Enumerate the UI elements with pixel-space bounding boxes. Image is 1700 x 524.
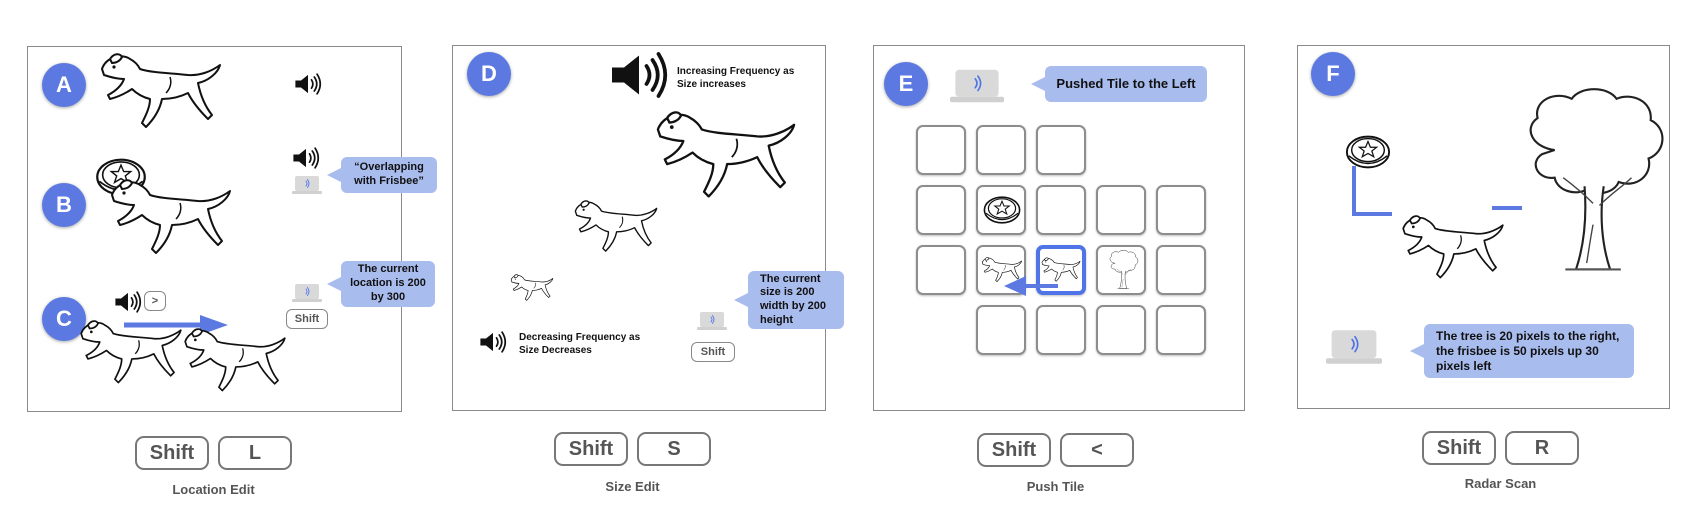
laptop-icon (950, 68, 1004, 104)
grid-tile (1096, 305, 1146, 355)
grid-tile (976, 305, 1026, 355)
grid-tile (1036, 125, 1086, 175)
radar-bubble: The tree is 20 pixels to the right, the … (1410, 324, 1634, 378)
shift-key[interactable]: Shift (135, 436, 209, 470)
arrow-icon (1004, 276, 1058, 296)
label-c: C (42, 297, 86, 341)
r-key[interactable]: R (1505, 431, 1579, 465)
speaker-icon (479, 331, 507, 353)
label-b: B (42, 183, 86, 227)
arrow-icon (124, 315, 228, 335)
location-edit-caption: Location Edit (172, 482, 255, 497)
shift-key-small: Shift (286, 309, 328, 329)
decrease-text: Decreasing Frequency as Size Decreases (519, 332, 641, 356)
grid-tile (916, 185, 966, 235)
grid-tile (1096, 185, 1146, 235)
grid-tile (1156, 245, 1206, 295)
size-edit-panel: D Increasing Frequency as Size increases… (452, 45, 844, 411)
s-key[interactable]: S (637, 432, 711, 466)
dog-icon (1398, 210, 1508, 286)
push-bubble: Pushed Tile to the Left (1031, 66, 1207, 102)
label-a: A (42, 63, 86, 107)
dog-icon (509, 272, 555, 304)
grid-tile (1156, 305, 1206, 355)
laptop-icon (292, 175, 322, 195)
grid-tile (1156, 185, 1206, 235)
shift-key[interactable]: Shift (1422, 431, 1496, 465)
shift-key-small: Shift (691, 342, 735, 362)
dog-icon (180, 323, 290, 399)
size-bubble: The current size is 200 width by 200 hei… (734, 271, 844, 329)
shift-key[interactable]: Shift (554, 432, 628, 466)
push-tile-panel: E Pushed Tile to the Left (873, 45, 1245, 411)
grid-tile (1036, 185, 1086, 235)
laptop-icon (292, 283, 322, 303)
speaker-icon (114, 291, 142, 313)
label-e: E (884, 62, 928, 106)
laptop-icon (697, 311, 727, 331)
radar-scan-caption: Radar Scan (1464, 476, 1537, 491)
dog-icon (106, 173, 236, 263)
push-tile-caption: Push Tile (1026, 479, 1085, 494)
dog-icon (571, 196, 661, 258)
grid-tile (976, 125, 1026, 175)
l-key[interactable]: L (218, 436, 292, 470)
size-edit-caption: Size Edit (605, 479, 660, 494)
grid-tile (1036, 305, 1086, 355)
label-d: D (467, 52, 511, 96)
laptop-icon (1326, 328, 1382, 366)
right-arrow-key: > (144, 291, 166, 311)
speaker-icon (294, 73, 322, 95)
speaker-icon (292, 147, 320, 169)
left-arrow-key[interactable]: < (1060, 433, 1134, 467)
grid-tile (916, 125, 966, 175)
speaker-icon (609, 52, 669, 98)
overlap-bubble: “Overlapping with Frisbee” (327, 157, 437, 193)
label-f: F (1311, 52, 1355, 96)
grid-tile (1096, 245, 1146, 295)
grid-tile (916, 245, 966, 295)
shift-key[interactable]: Shift (977, 433, 1051, 467)
grid-tile (976, 185, 1026, 235)
location-edit-panel: A B C “Overlapping with Frisbee” > Shift… (27, 46, 437, 412)
location-bubble: The current location is 200 by 300 (327, 261, 435, 307)
tree-icon (1106, 249, 1140, 291)
increase-text: Increasing Frequency as Size increases (677, 66, 795, 90)
frisbee-icon (982, 193, 1022, 227)
tree-icon (1512, 86, 1672, 278)
radar-line-icon (1352, 166, 1522, 216)
dog-icon (76, 315, 186, 391)
dog-icon (651, 104, 801, 208)
radar-scan-panel: F The tree is 20 pixels to the right, th… (1297, 45, 1670, 409)
dog-icon (96, 47, 226, 137)
